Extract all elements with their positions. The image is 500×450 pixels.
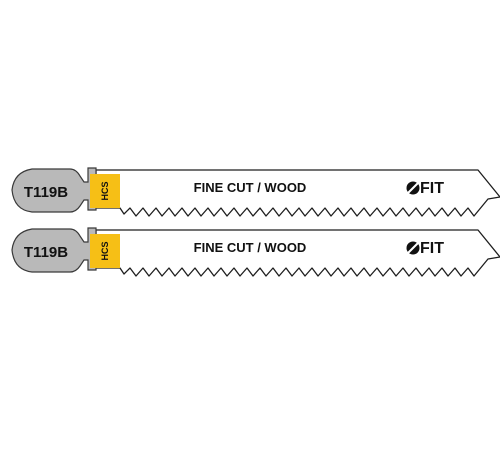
jigsaw-blade-2: T119B HCS FINE CUT / WOOD FIT <box>11 227 500 277</box>
material-band <box>90 174 120 208</box>
description-label: FINE CUT / WOOD <box>194 240 307 255</box>
fit-logo-icon: FIT <box>406 240 444 257</box>
brand-label: FIT <box>420 240 444 257</box>
fit-logo-icon: FIT <box>406 180 444 197</box>
material-band <box>90 234 120 268</box>
material-label: HCS <box>100 181 110 200</box>
blade-body <box>95 229 500 277</box>
material-label: HCS <box>100 241 110 260</box>
description-label: FINE CUT / WOOD <box>194 180 307 195</box>
model-label: T119B <box>24 244 68 261</box>
blade-body <box>95 169 500 217</box>
model-label: T119B <box>24 184 68 201</box>
jigsaw-blade-1: T119B HCS FINE CUT / WOOD FIT <box>11 167 500 217</box>
brand-label: FIT <box>420 180 444 197</box>
